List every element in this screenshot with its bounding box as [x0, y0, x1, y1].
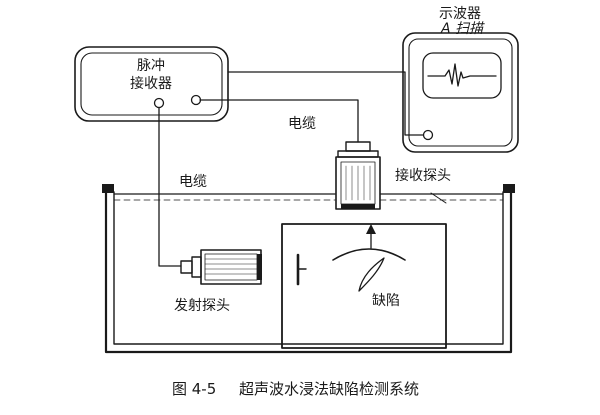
figure-title: 超声波水浸法缺陷检测系统	[239, 380, 419, 398]
water-tank	[102, 184, 515, 354]
receive-probe-pointer	[430, 192, 447, 204]
pulse-input-port	[190, 94, 202, 106]
tank-left-rim	[102, 184, 114, 193]
oscilloscope-label-2: A 扫描	[440, 21, 485, 37]
pulse-receiver-label-2: 接收器	[130, 75, 172, 92]
pulse-receiver-box	[74, 46, 229, 122]
cable-label-upper: 电缆	[288, 116, 316, 132]
tank-right-rim	[503, 184, 515, 193]
cable-label-lower: 电缆	[179, 174, 207, 190]
cable-receiver-to-receive-probe	[199, 99, 359, 143]
cable-receiver-to-oscilloscope	[227, 71, 424, 136]
specimen-surface-marker	[296, 253, 307, 286]
figure-number: 图 4-5	[172, 380, 216, 398]
cable-receiver-to-transmit-probe	[158, 107, 182, 267]
oscilloscope-label-1: 示波器	[439, 6, 481, 22]
oscilloscope-screen	[422, 52, 502, 99]
a-scan-waveform	[427, 63, 497, 87]
defect-shape	[332, 224, 406, 292]
test-specimen	[281, 223, 447, 349]
oscilloscope	[402, 32, 519, 153]
pulse-output-port	[153, 97, 165, 109]
pulse-receiver-label-1: 脉冲	[137, 58, 165, 74]
transmit-probe	[180, 249, 262, 285]
transmit-probe-label: 发射探头	[174, 298, 230, 314]
defect-label: 缺陷	[372, 293, 400, 309]
oscilloscope-input-port	[422, 129, 434, 141]
receive-probe	[335, 141, 381, 210]
receive-probe-label: 接收探头	[395, 167, 451, 184]
